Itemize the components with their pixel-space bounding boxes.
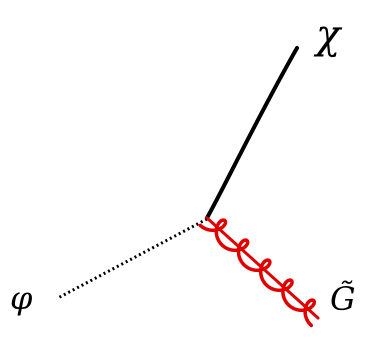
phi-label: φ: [10, 279, 33, 317]
gluino-line: [198, 216, 320, 328]
chi-line: [205, 46, 299, 220]
phi-line: [57, 217, 208, 300]
chi-label: χ: [313, 12, 343, 58]
gluino-curl: [198, 218, 317, 328]
gluino-label: G̃: [330, 280, 356, 318]
